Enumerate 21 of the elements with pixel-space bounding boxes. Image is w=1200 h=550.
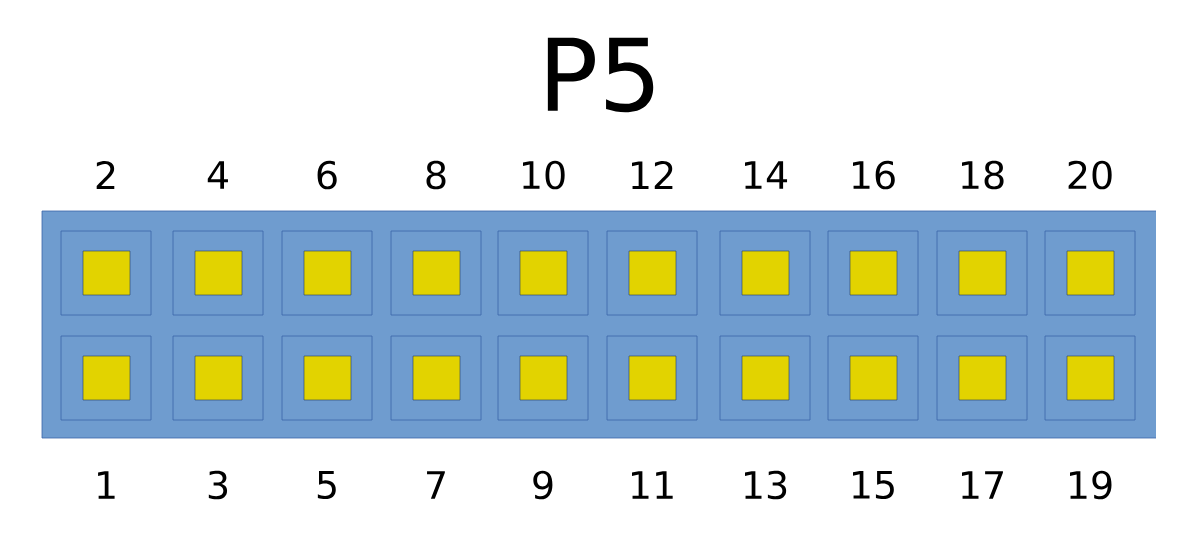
pin-number: 7 bbox=[427, 471, 445, 499]
pin-number: 10 bbox=[523, 160, 565, 190]
title: P5 bbox=[547, 37, 654, 113]
pin-number: 13 bbox=[745, 470, 787, 500]
pin-number: 8 bbox=[426, 160, 446, 190]
pin-number: 1 bbox=[98, 471, 115, 499]
pin-number: 17 bbox=[962, 471, 1003, 499]
pin-number: 2 bbox=[96, 160, 115, 190]
pin-number: 11 bbox=[632, 471, 673, 499]
pin-number: 14 bbox=[745, 161, 788, 189]
pin-number: 6 bbox=[317, 160, 337, 190]
pin-number: 18 bbox=[962, 160, 1004, 190]
pin-number: 5 bbox=[317, 470, 336, 500]
pin-number: 19 bbox=[1070, 470, 1112, 500]
pin-number: 20 bbox=[1068, 160, 1112, 190]
pin-number: 12 bbox=[632, 160, 673, 190]
pin-number: 9 bbox=[533, 470, 553, 500]
pin-number: 16 bbox=[853, 160, 895, 190]
pin-number: 4 bbox=[207, 161, 228, 189]
pin-number: 15 bbox=[853, 470, 894, 500]
pin-number: 3 bbox=[208, 470, 228, 500]
